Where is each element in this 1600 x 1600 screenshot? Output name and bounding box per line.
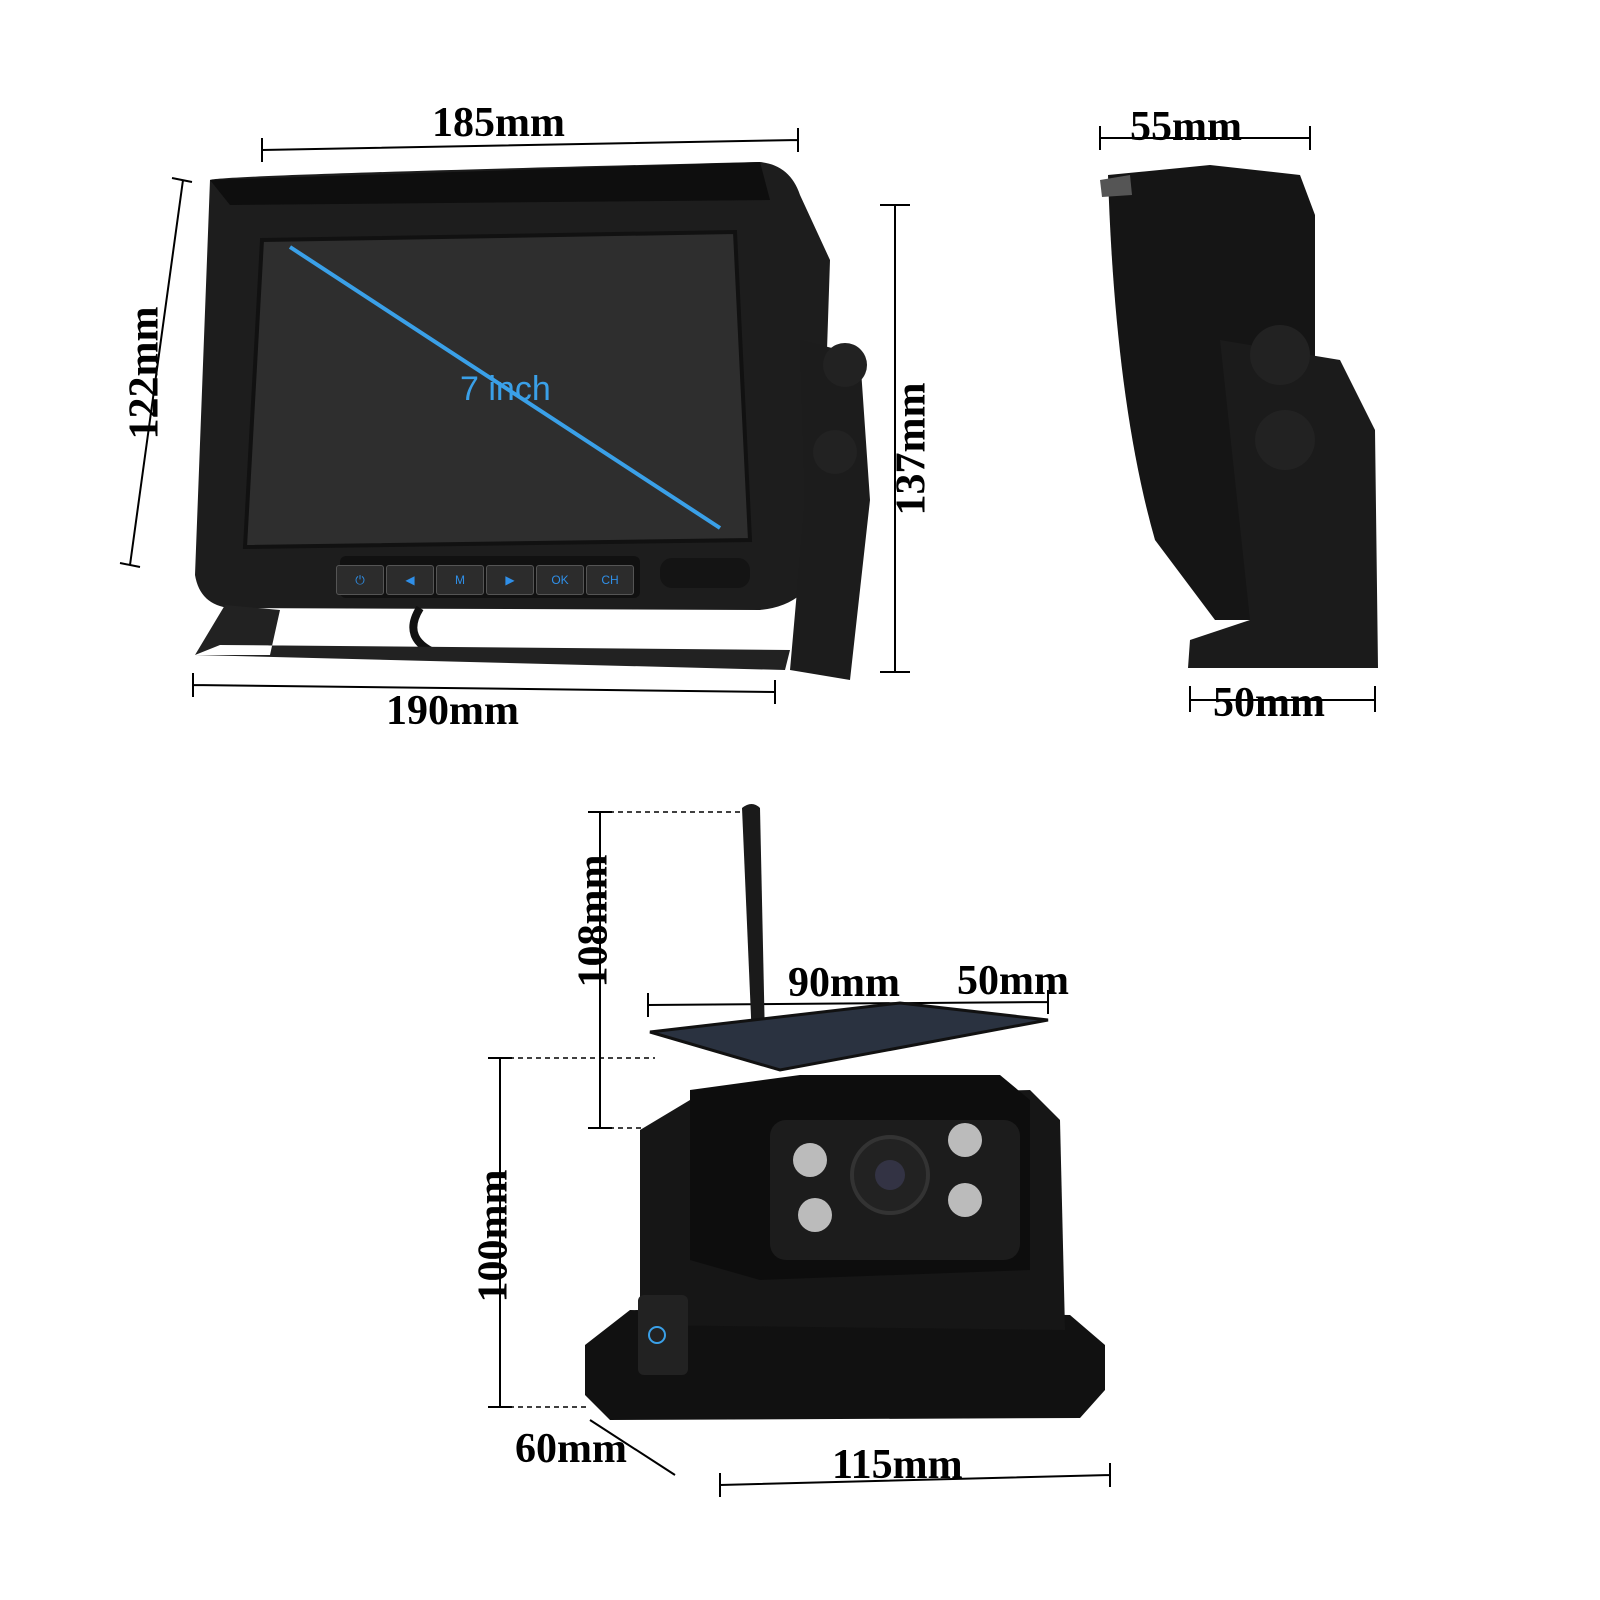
- camera-height-label: 100mm: [470, 1169, 517, 1303]
- monitor-side-illustration: [1100, 165, 1378, 668]
- monitor-total-height-label: 137mm: [888, 382, 935, 516]
- camera-illustration: [585, 804, 1105, 1420]
- monitor-top-width-label: 185mm: [432, 100, 565, 146]
- left-button[interactable]: ◀: [386, 565, 434, 595]
- monitor-illustration: [195, 162, 870, 680]
- dimension-lines: [119, 126, 1376, 1497]
- power-button[interactable]: ⏻: [336, 565, 384, 595]
- ok-button[interactable]: OK: [536, 565, 584, 595]
- base-depth-label: 60mm: [515, 1426, 627, 1472]
- base-width-label: 115mm: [832, 1442, 963, 1488]
- dashed-guides: [500, 811, 760, 1408]
- antenna-height-label: 108mm: [570, 854, 617, 988]
- monitor-base-width-label: 190mm: [386, 688, 519, 734]
- menu-button[interactable]: M: [436, 565, 484, 595]
- panel-width-label: 90mm: [788, 960, 900, 1006]
- panel-depth-label: 50mm: [957, 958, 1069, 1004]
- right-button[interactable]: ▶: [486, 565, 534, 595]
- side-top-depth-label: 55mm: [1130, 104, 1242, 150]
- channel-button[interactable]: CH: [586, 565, 634, 595]
- monitor-height-label: 122mm: [121, 306, 168, 440]
- side-base-depth-label: 50mm: [1213, 680, 1325, 726]
- screen-size-label: 7 inch: [460, 370, 551, 408]
